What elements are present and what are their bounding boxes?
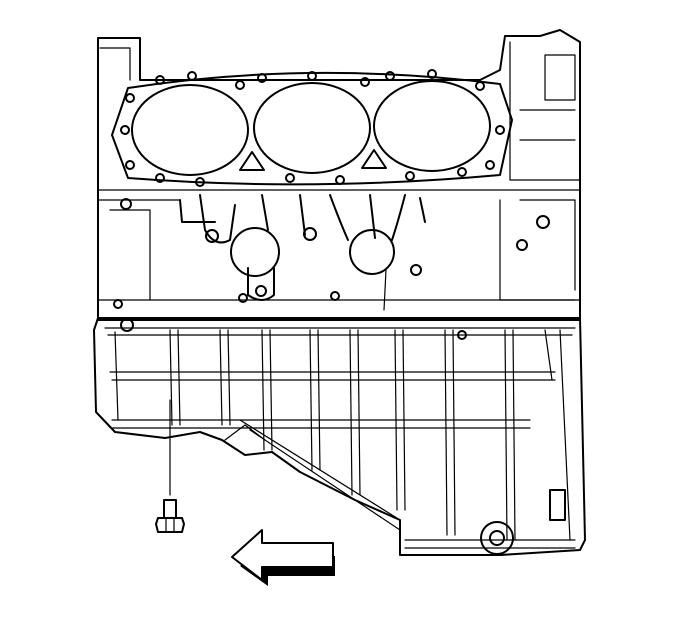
cylinder-bore-1 <box>131 84 249 176</box>
bolt-icon <box>155 399 185 533</box>
oil-pan <box>93 317 586 556</box>
cylinder-bore-2 <box>253 82 371 174</box>
cylinder-bores <box>131 80 491 176</box>
gasket-holes <box>120 69 505 187</box>
head-gasket-surface <box>111 71 513 186</box>
cylinder-bore-3 <box>373 80 491 172</box>
direction-arrow-icon <box>231 529 335 586</box>
drain-plug <box>480 521 514 555</box>
crankcase-webs <box>113 194 550 311</box>
engine-block <box>97 29 581 321</box>
